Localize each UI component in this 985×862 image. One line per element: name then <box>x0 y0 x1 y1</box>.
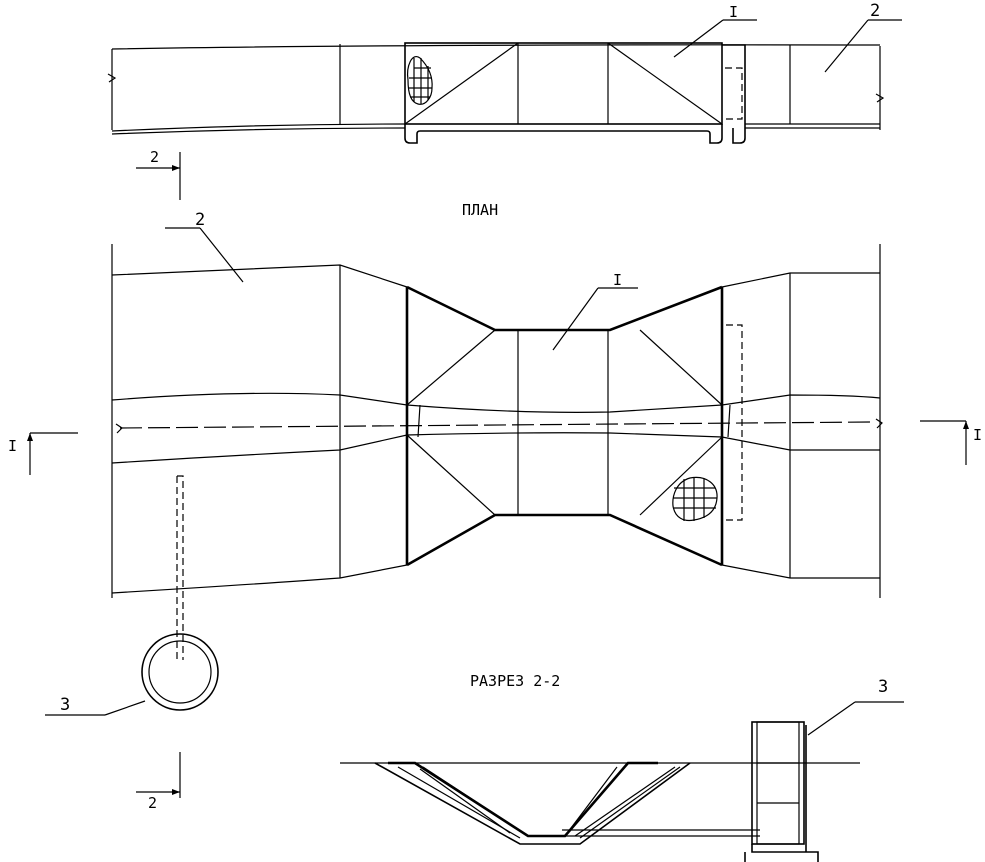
well-ring-label-plan: 3 <box>60 695 70 715</box>
axis-mark-left <box>27 432 78 475</box>
section-mark-label-lower: 2 <box>148 794 157 812</box>
section-2-2-view <box>340 701 904 862</box>
section-i-i-view <box>107 19 902 144</box>
axis-mark-label-left: I <box>8 437 17 455</box>
well-ring-label-section: 3 <box>878 677 888 697</box>
axis-mark-right <box>920 420 969 465</box>
side-slab-label-plan: 2 <box>195 210 205 230</box>
grid-element-label-top: I <box>729 3 738 21</box>
section-title: РАЗРЕЗ 2-2 <box>470 672 560 690</box>
plan-view <box>111 227 883 660</box>
side-slab-label-top: 2 <box>870 1 880 21</box>
section-cut-mark-upper <box>136 152 181 200</box>
plan-title: ПЛАН <box>462 201 498 219</box>
section-cut-mark-lower <box>136 752 181 798</box>
axis-mark-label-right: I <box>973 426 982 444</box>
grid-element-label-plan: I <box>613 271 622 289</box>
section-mark-label-upper: 2 <box>150 148 159 166</box>
well-ring-plan <box>45 633 219 716</box>
